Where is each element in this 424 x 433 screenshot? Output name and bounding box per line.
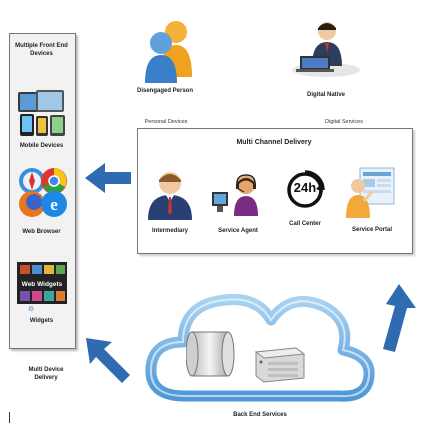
mobile-devices-label: Mobile Devices [19,143,64,149]
digital-native-label: Digital Native [306,92,345,98]
arrow-to-front-end-icon [85,163,131,193]
widget-gear-icon: ⚙ [28,306,35,313]
arrow-up-to-services-icon [383,284,416,352]
call-center-label: Call Center [289,221,321,227]
service-portal-icon [346,167,395,218]
digital-services-label: Digital Services [325,119,363,125]
back-end-cloud-icon [145,293,375,402]
personal-devices-label: Personal Devices [144,119,188,125]
call-center-24h-icon [287,170,325,208]
database-cylinder-icon [186,331,235,377]
web-browser-logos-image: e [19,168,67,217]
intermediary-icon [148,172,192,220]
multi-device-delivery-label: Multi Device Delivery [28,367,64,381]
disengaged-person-label: Disengaged Person [136,88,193,94]
mobile-devices-image [18,90,65,136]
disengaged-person-icon [145,21,192,83]
service-portal-label: Service Portal [351,227,393,233]
service-agent-label: Service Agent [218,228,258,234]
digital-native-icon [292,22,360,77]
web-browser-label: Web Browser [22,229,61,235]
server-icon [254,347,306,383]
call-center-icon-text: 24h [293,180,317,195]
widgets-label: Widgets [29,318,54,324]
svg-text:e: e [50,195,58,214]
service-agent-icon [212,174,258,216]
multi-channel-delivery-title: Multi Channel Delivery [236,139,312,146]
arrow-to-multi-device-icon [86,338,130,383]
web-widgets-caption: Web Widgets [21,281,63,288]
web-widgets-image [17,262,67,304]
back-end-services-label: Back End Services [233,412,287,418]
intermediary-label: Intermediary [151,228,188,234]
front-end-devices-title: Multiple Front End Devices [15,43,68,57]
text-cursor [9,412,10,423]
